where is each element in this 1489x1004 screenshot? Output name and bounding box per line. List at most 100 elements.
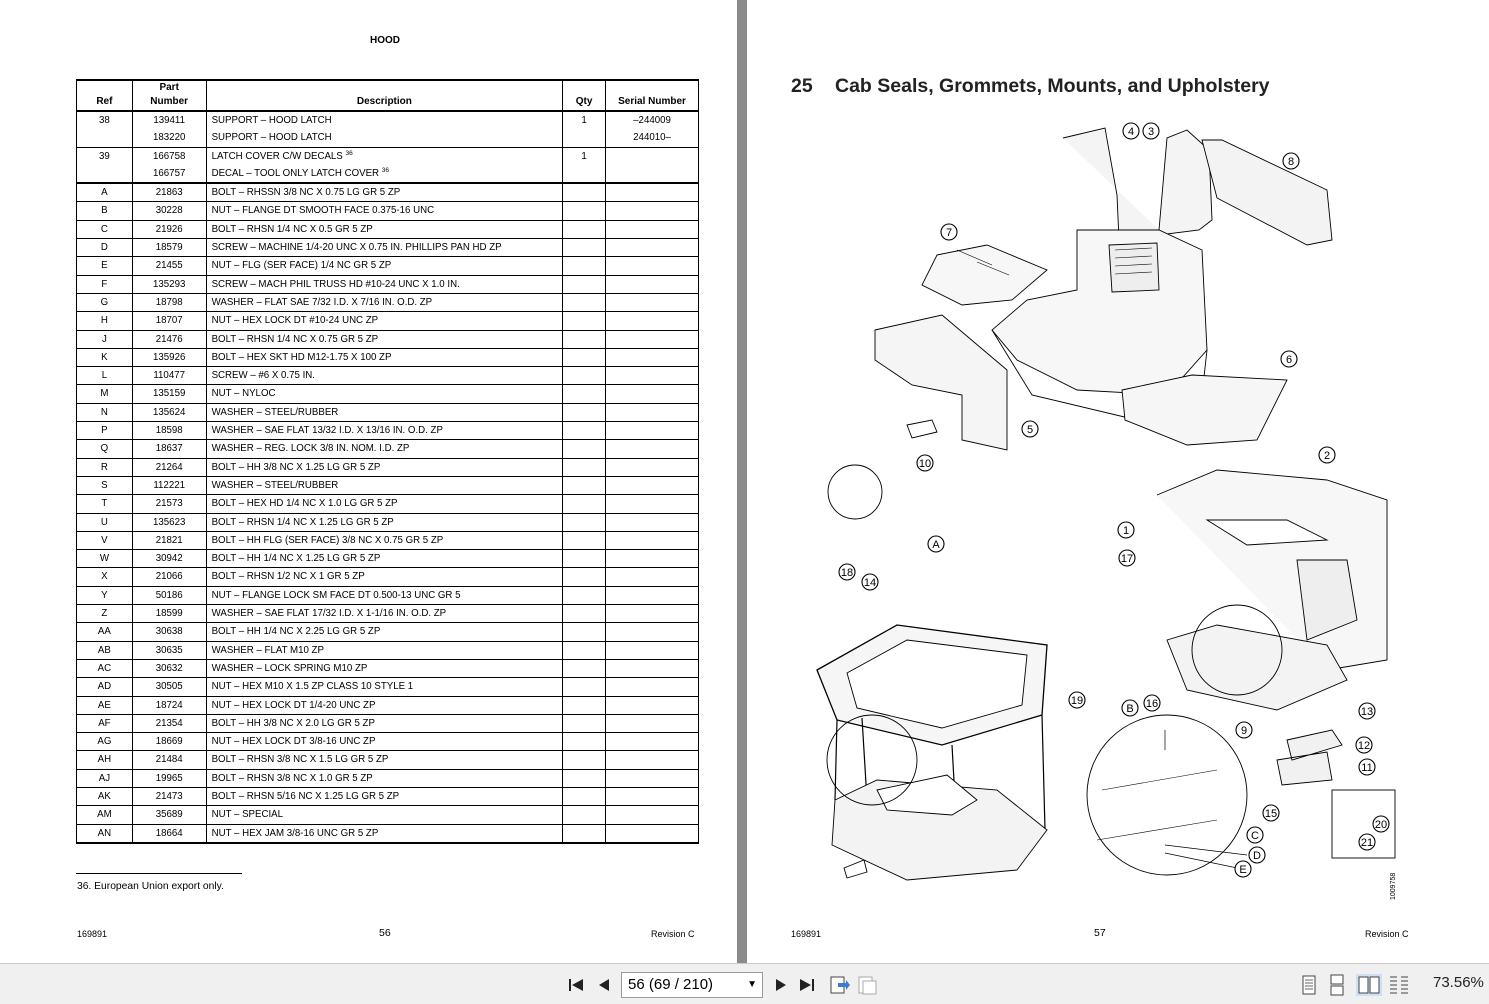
part-number-cell: 30942: [131, 549, 207, 568]
continuous-icon[interactable]: [1328, 974, 1346, 996]
qty-cell: [562, 475, 607, 495]
callout-5: 5: [1021, 420, 1039, 438]
facing-continuous-icon[interactable]: [1388, 974, 1410, 996]
description-cell: SCREW – MACHINE 1/4-20 UNC X 0.75 IN. PH…: [205, 238, 564, 257]
svg-text:7: 7: [946, 227, 952, 239]
part-number-cell: 135293: [131, 274, 207, 294]
qty-cell: [562, 622, 607, 642]
ref-cell: T: [76, 494, 133, 514]
qty-cell: [562, 164, 607, 183]
serial-number-cell: [605, 750, 699, 770]
serial-number-cell: [605, 201, 699, 221]
description-cell: WASHER – FLAT SAE 7/32 I.D. X 7/16 IN. O…: [205, 292, 564, 312]
qty-cell: [562, 732, 607, 751]
description-cell: NUT – HEX M10 X 1.5 ZP CLASS 10 STYLE 1: [205, 677, 564, 696]
serial-number-cell: [605, 274, 699, 294]
ref-cell: 39: [76, 146, 133, 165]
serial-number-cell: [605, 768, 699, 788]
prev-page-icon[interactable]: [596, 974, 614, 996]
description-cell: BOLT – HH 1/4 NC X 2.25 LG GR 5 ZP: [205, 622, 564, 642]
ref-cell: U: [76, 512, 133, 532]
single-page-icon[interactable]: [1300, 974, 1318, 996]
serial-number-cell: [605, 238, 699, 257]
description-cell: BOLT – RHSN 1/4 NC X 0.75 GR 5 ZP: [205, 329, 564, 349]
qty-cell: [562, 695, 607, 715]
back-icon[interactable]: [828, 974, 850, 996]
description-cell: NUT – HEX LOCK DT 3/8-16 UNC ZP: [205, 732, 564, 751]
qty-cell: [562, 585, 607, 605]
callout-11: 11: [1358, 758, 1376, 776]
serial-number-cell: [605, 658, 699, 678]
serial-number-cell: [605, 384, 699, 404]
svg-text:21: 21: [1361, 837, 1373, 849]
callout-17: 17: [1118, 549, 1136, 567]
part-number-cell: 21863: [131, 183, 207, 202]
description-cell: SCREW – MACH PHIL TRUSS HD #10-24 UNC X …: [205, 274, 564, 294]
ref-cell: H: [76, 311, 133, 331]
callout-13: 13: [1358, 702, 1376, 720]
next-page-icon[interactable]: [771, 974, 789, 996]
description-cell: BOLT – RHSN 1/4 NC X 0.5 GR 5 ZP: [205, 219, 564, 239]
serial-number-cell: [605, 549, 699, 568]
last-page-icon[interactable]: [798, 974, 816, 996]
part-number-cell: 30638: [131, 622, 207, 642]
serial-number-cell: [605, 183, 699, 202]
qty-cell: [562, 311, 607, 331]
svg-text:19: 19: [1071, 695, 1083, 707]
ref-cell: L: [76, 366, 133, 385]
callout-7: 7: [940, 223, 958, 241]
serial-number-cell: [605, 402, 699, 422]
part-number-cell: 21473: [131, 786, 207, 806]
callout-18: 18: [838, 563, 856, 581]
page-number-field[interactable]: 56 (69 / 210)▼: [621, 972, 763, 998]
part-number-cell: 166757: [131, 164, 207, 183]
chevron-down-icon[interactable]: ▼: [747, 979, 757, 990]
description-cell: BOLT – HH FLG (SER FACE) 3/8 NC X 0.75 G…: [205, 530, 564, 550]
description-cell: NUT – HEX LOCK DT #10-24 UNC ZP: [205, 311, 564, 331]
svg-text:A: A: [932, 539, 940, 551]
part-number-cell: 35689: [131, 805, 207, 825]
part-number-cell: 21484: [131, 750, 207, 770]
part-number-cell: 21066: [131, 567, 207, 587]
header-qty: Qty: [562, 79, 607, 112]
upper-assembly: [843, 127, 1333, 879]
ref-cell: E: [76, 256, 133, 276]
ref-cell: B: [76, 201, 133, 221]
serial-number-cell: [605, 695, 699, 715]
ref-cell: G: [76, 292, 133, 312]
qty-cell: [562, 512, 607, 532]
ref-cell: [76, 164, 133, 183]
serial-number-cell: [605, 713, 699, 733]
serial-number-cell: [605, 146, 699, 165]
qty-cell: [562, 402, 607, 422]
serial-number-cell: [605, 732, 699, 751]
facing-icon[interactable]: [1356, 974, 1382, 996]
ref-cell: R: [76, 457, 133, 477]
ref-cell: AN: [76, 823, 133, 844]
qty-cell: [562, 256, 607, 276]
forward-icon[interactable]: [856, 974, 878, 996]
qty-cell: [562, 677, 607, 696]
qty-cell: [562, 201, 607, 221]
part-number-cell: 50186: [131, 585, 207, 605]
description-cell: BOLT – HH 3/8 NC X 2.0 LG GR 5 ZP: [205, 713, 564, 733]
callout-d: D: [1248, 846, 1266, 864]
serial-number-cell: [605, 421, 699, 440]
svg-text:10: 10: [919, 458, 931, 470]
part-number-cell: 139411: [131, 110, 207, 130]
ref-cell: 38: [76, 110, 133, 130]
first-page-icon[interactable]: [567, 974, 585, 996]
callout-21: 21: [1358, 833, 1376, 851]
callout-4: 4: [1122, 122, 1140, 140]
zoom-level[interactable]: 73.56%: [1433, 974, 1484, 991]
